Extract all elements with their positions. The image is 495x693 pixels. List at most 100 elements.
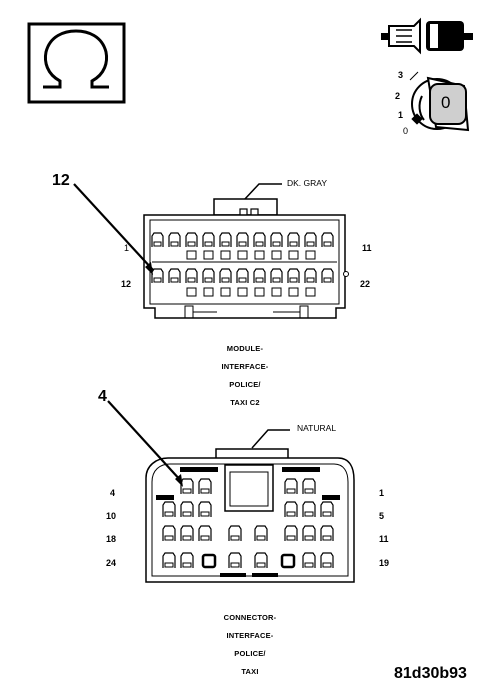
key-position-0: 0 <box>403 126 409 136</box>
pin-number-4: 4 <box>110 488 116 498</box>
connector-cavity <box>320 525 334 541</box>
pin-number-10: 10 <box>106 511 117 521</box>
caption-line: MODULE- <box>226 344 264 353</box>
connector-cavity <box>236 232 249 247</box>
connector-cavity <box>219 232 232 247</box>
connector-cavity <box>321 268 334 283</box>
connector-cavity <box>162 552 176 568</box>
connector-cavity <box>320 552 334 568</box>
ignition-key-icon <box>409 71 470 132</box>
connector-cavity <box>162 525 176 541</box>
terminal-lock <box>305 250 316 260</box>
caption-line: TAXI <box>241 667 259 676</box>
terminal-lock <box>288 250 299 260</box>
key-position-2: 2 <box>395 91 401 101</box>
pin-number-18: 18 <box>106 534 117 544</box>
caption-line: INTERFACE- <box>221 362 269 371</box>
connector-cavity <box>304 232 317 247</box>
connector-cavity <box>253 268 266 283</box>
connector-cavity <box>168 232 181 247</box>
pin-number-1: 1 <box>379 488 385 498</box>
connector-cavity <box>284 501 298 517</box>
caption-line: POLICE/ <box>229 380 261 389</box>
connector-cavity <box>202 232 215 247</box>
connector-cavity <box>253 232 266 247</box>
key-label: 0 <box>441 93 451 112</box>
module-connector <box>143 183 349 319</box>
connector-cavity <box>287 232 300 247</box>
connector-cavity <box>185 268 198 283</box>
connector-cavity <box>228 525 242 541</box>
terminal-lock <box>203 287 214 297</box>
connector-cavity <box>198 525 212 541</box>
terminal-lock <box>305 287 316 297</box>
key-position-1: 1 <box>398 110 404 120</box>
connector-cavity <box>198 478 212 494</box>
terminal-lock <box>254 250 265 260</box>
terminal-lock <box>271 287 282 297</box>
connector-cavity <box>302 501 316 517</box>
callout-pin-4: 4 <box>98 388 107 405</box>
pin-number-22: 22 <box>360 279 371 289</box>
terminal-lock <box>186 250 197 260</box>
key-position-3: 3 <box>398 70 404 80</box>
connector-cavity <box>219 268 232 283</box>
terminal-lock <box>220 287 231 297</box>
caption-line: CONNECTOR- <box>223 613 277 622</box>
connector-cavity <box>270 268 283 283</box>
pin-number-12: 12 <box>121 279 132 289</box>
pin-number-11: 11 <box>362 243 372 253</box>
connector-cavity <box>254 552 268 568</box>
terminal-lock <box>237 250 248 260</box>
pin-number-11: 11 <box>379 534 389 544</box>
terminal-lock <box>220 250 231 260</box>
connector-cavity <box>180 525 194 541</box>
figure-id: 81d30b93 <box>394 665 467 682</box>
connector-cavity <box>302 478 316 494</box>
caption-line: INTERFACE- <box>226 631 274 640</box>
connector-cavity <box>270 232 283 247</box>
connector-cavity <box>202 268 215 283</box>
wire-color-dk-gray: DK. GRAY <box>287 178 327 188</box>
caption-line: TAXI C2 <box>230 398 260 407</box>
connector-cavity <box>302 525 316 541</box>
terminal-lock <box>186 287 197 297</box>
pin-number-1: 1 <box>124 243 130 253</box>
pin-number-24: 24 <box>106 558 117 568</box>
pin-number-19: 19 <box>379 558 390 568</box>
module-connector-caption: MODULE- INTERFACE- POLICE/ TAXI C2 <box>195 340 295 412</box>
caption-line: POLICE/ <box>234 649 266 658</box>
connector-cavity <box>287 268 300 283</box>
connector-cavity <box>168 268 181 283</box>
connector-cavity <box>284 525 298 541</box>
omega-symbol-icon <box>27 22 126 104</box>
connector-cavity <box>228 552 242 568</box>
connector-cavity <box>185 232 198 247</box>
terminal-lock <box>271 250 282 260</box>
connector-cavity <box>304 268 317 283</box>
terminal-lock <box>237 287 248 297</box>
interface-connector <box>145 429 355 583</box>
terminal-lock <box>254 287 265 297</box>
callout-pin-12: 12 <box>52 172 70 189</box>
connector-plug-icon <box>381 17 473 55</box>
connector-cavity <box>198 501 212 517</box>
connector-cavity <box>320 501 334 517</box>
connector-cavity <box>254 525 268 541</box>
connector-cavity <box>284 478 298 494</box>
callout-arrow-pin-4 <box>107 400 183 487</box>
terminal-lock <box>203 250 214 260</box>
connector-cavity <box>180 552 194 568</box>
connector-cavity <box>236 268 249 283</box>
connector-cavity <box>162 501 176 517</box>
pin-number-5: 5 <box>379 511 385 521</box>
connector-cavity <box>321 232 334 247</box>
interface-connector-caption: CONNECTOR- INTERFACE- POLICE/ TAXI <box>195 609 305 681</box>
wire-color-natural: NATURAL <box>297 423 337 433</box>
connector-cavity <box>180 501 194 517</box>
connector-cavity <box>151 232 164 247</box>
connector-cavity <box>302 552 316 568</box>
callout-arrow-pin-12 <box>73 183 154 275</box>
terminal-lock <box>288 287 299 297</box>
